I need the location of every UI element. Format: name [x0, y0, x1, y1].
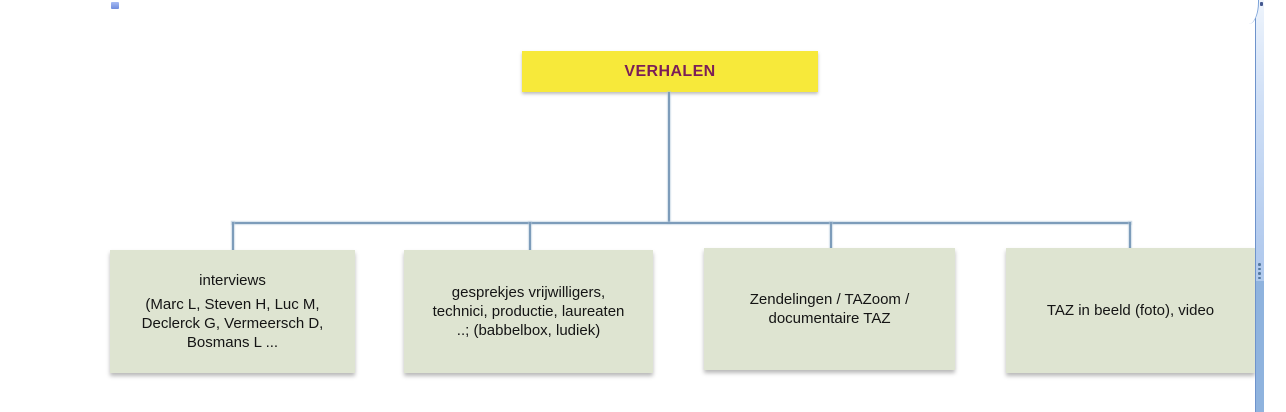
connector-drop [529, 222, 531, 250]
diagram-node-zendelingen[interactable]: Zendelingen / TAZoom / documentaire TAZ [704, 248, 955, 370]
node-title: interviews [199, 272, 266, 289]
scrollbar-grip-dots[interactable] [1258, 263, 1261, 281]
connector-drop [1129, 222, 1131, 248]
node-body: TAZ in beeld (foto), video [1046, 302, 1215, 319]
connector-drop [232, 222, 234, 250]
node-body: Zendelingen / TAZoom / documentaire TAZ [749, 291, 910, 327]
connector-crossbar [232, 222, 1131, 224]
diagram-node-taz-in-beeld[interactable]: TAZ in beeld (foto), video [1006, 248, 1255, 373]
diagram-root-node[interactable]: VERHALEN [522, 51, 818, 92]
clipped-toolbar-fragment [111, 2, 119, 9]
diagram-node-interviews[interactable]: interviews (Marc L, Steven H, Luc M, Dec… [110, 250, 355, 373]
connector-drop [830, 222, 832, 248]
node-body: (Marc L, Steven H, Luc M, Declerck G, Ve… [141, 296, 324, 351]
diagram-node-gesprekjes[interactable]: gesprekjes vrijwilligers, technici, prod… [404, 250, 653, 373]
curl-dot-decoration [1260, 2, 1263, 6]
node-body: gesprekjes vrijwilligers, technici, prod… [432, 284, 625, 339]
vertical-scrollbar-lower-segment[interactable] [1255, 281, 1264, 412]
connector-trunk [668, 92, 670, 223]
root-node-label: VERHALEN [624, 62, 716, 80]
vertical-scrollbar[interactable] [1255, 0, 1264, 412]
